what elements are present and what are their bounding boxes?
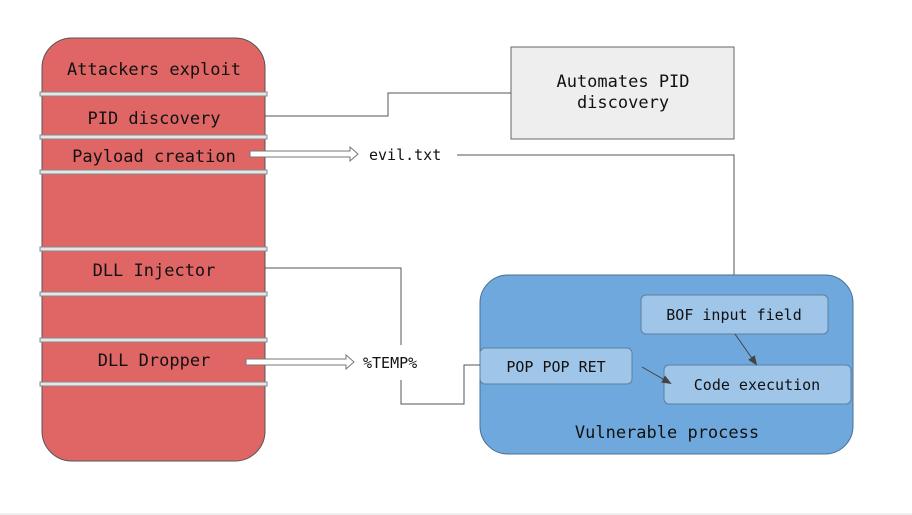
code-execution-label: Code execution [694, 376, 820, 394]
attacker-title: Attackers exploit [67, 60, 241, 80]
bof-input-box [640, 294, 829, 335]
bof-to-code-arrow [734, 333, 758, 366]
pop-pop-ret-box [479, 347, 633, 385]
temp-to-pop-connector [400, 364, 480, 405]
code-execution-box [663, 364, 852, 405]
vulnerable-process-title: Vulnerable process [575, 423, 759, 443]
pid-box-label-line2: discovery [577, 93, 669, 113]
row-dll-injector: DLL Injector [93, 261, 216, 281]
row-dll-dropper: DLL Dropper [98, 351, 211, 371]
dll-injector-connector [265, 267, 402, 345]
bof-input-label: BOF input field [666, 306, 801, 324]
dropper-block-arrow [245, 353, 355, 371]
pid-box-label-line1: Automates PID [556, 72, 689, 92]
payload-file-label: evil.txt [369, 146, 441, 164]
attacker-dividers [39, 91, 268, 387]
evil-to-bof-connector [457, 154, 735, 295]
payload-block-arrow [249, 145, 359, 163]
temp-dir-label: %TEMP% [363, 354, 417, 372]
pid-box [510, 46, 735, 140]
row-pid-discovery: PID discovery [87, 109, 220, 129]
row-payload-creation: Payload creation [72, 147, 236, 167]
pop-pop-ret-label: POP POP RET [506, 358, 605, 376]
pid-connector [265, 92, 511, 117]
pop-to-code-arrow [641, 366, 672, 384]
